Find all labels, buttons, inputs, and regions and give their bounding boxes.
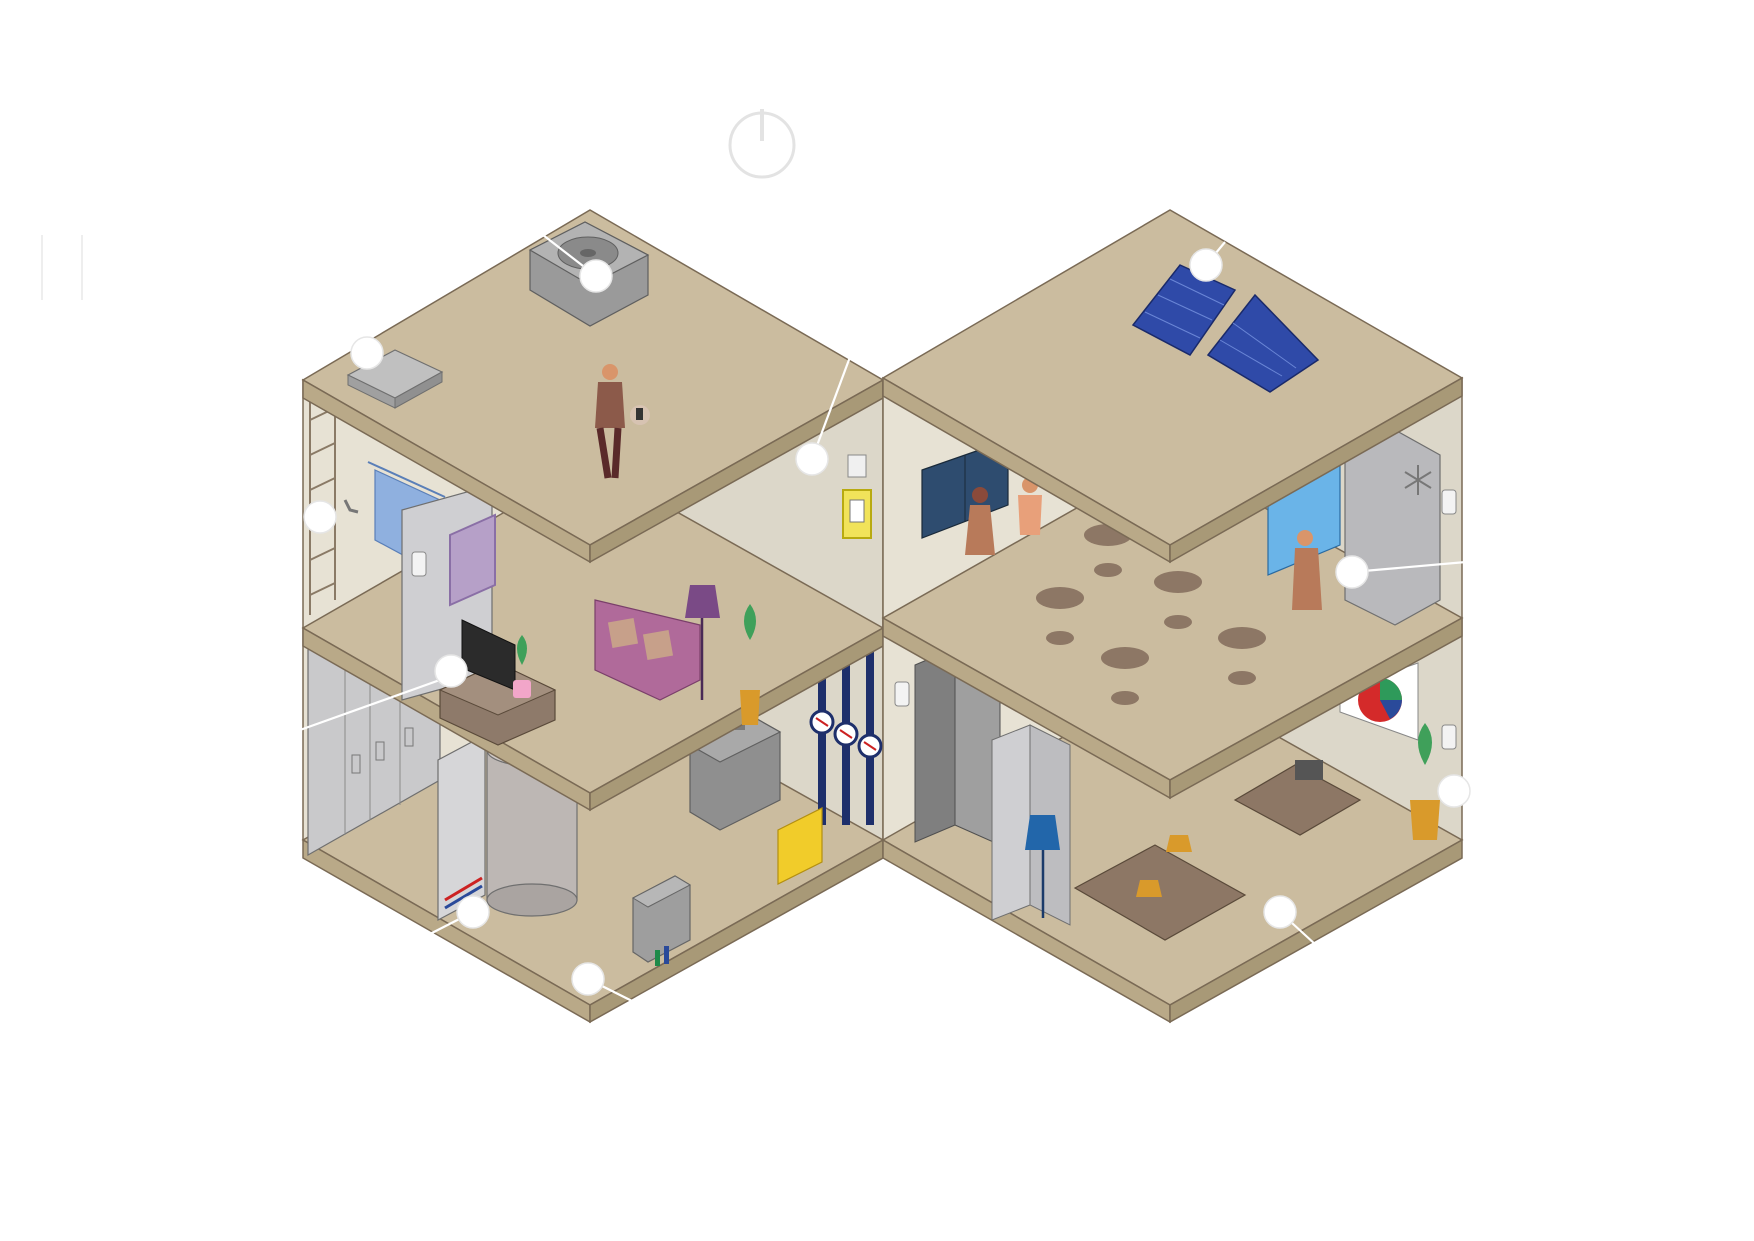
orange-desk-lamps bbox=[1136, 835, 1192, 897]
hotspot-solar-panels[interactable] bbox=[1189, 248, 1223, 282]
plant-right bbox=[1410, 723, 1440, 840]
blue-floor-lamp bbox=[1025, 815, 1060, 918]
tv-cabinet bbox=[438, 619, 557, 746]
pink-sofa bbox=[594, 599, 701, 701]
pipe-manifold bbox=[809, 645, 883, 825]
plant-middle-left bbox=[513, 635, 531, 698]
people-cafe bbox=[965, 477, 1322, 610]
solar-panels bbox=[1131, 264, 1320, 393]
snowflake-icon bbox=[1404, 465, 1432, 495]
cold-room-door bbox=[437, 734, 486, 921]
right-tower bbox=[881, 209, 1464, 1024]
shower-head-icon bbox=[343, 499, 359, 514]
left-tower bbox=[301, 209, 885, 1024]
left-edge-marker bbox=[41, 235, 83, 300]
wall-pie-chart-poster bbox=[1339, 662, 1419, 741]
wall-switch bbox=[411, 551, 427, 577]
roof-vent bbox=[346, 349, 444, 409]
hotspot-tv-cabinet[interactable] bbox=[434, 654, 468, 688]
purple-floor-lamp bbox=[685, 585, 720, 700]
hotspot-roof-vent[interactable] bbox=[350, 336, 384, 370]
cold-storage-cabinet bbox=[1344, 429, 1457, 626]
yellow-electrical-panel bbox=[777, 807, 823, 885]
floor-pump-box bbox=[631, 875, 692, 966]
hotspot-hvac-unit[interactable] bbox=[579, 259, 613, 293]
thermostat-panel bbox=[842, 454, 872, 539]
pressure-gauge-icon bbox=[809, 709, 883, 759]
hotspot-water-tank[interactable] bbox=[456, 895, 490, 929]
hotspot-utility-floor[interactable] bbox=[571, 962, 605, 996]
hotspot-right-plant[interactable] bbox=[1437, 774, 1471, 808]
plant-middle-right bbox=[740, 604, 760, 725]
wall-switch-lower bbox=[894, 681, 1457, 750]
power-icon[interactable] bbox=[728, 109, 796, 179]
hotspot-wall-control[interactable] bbox=[795, 442, 829, 476]
hotspot-office-floor[interactable] bbox=[1263, 895, 1297, 929]
hotspot-cold-storage[interactable] bbox=[1335, 555, 1369, 589]
person-rooftop bbox=[595, 364, 650, 479]
hotspot-shower-heater[interactable] bbox=[303, 500, 337, 534]
